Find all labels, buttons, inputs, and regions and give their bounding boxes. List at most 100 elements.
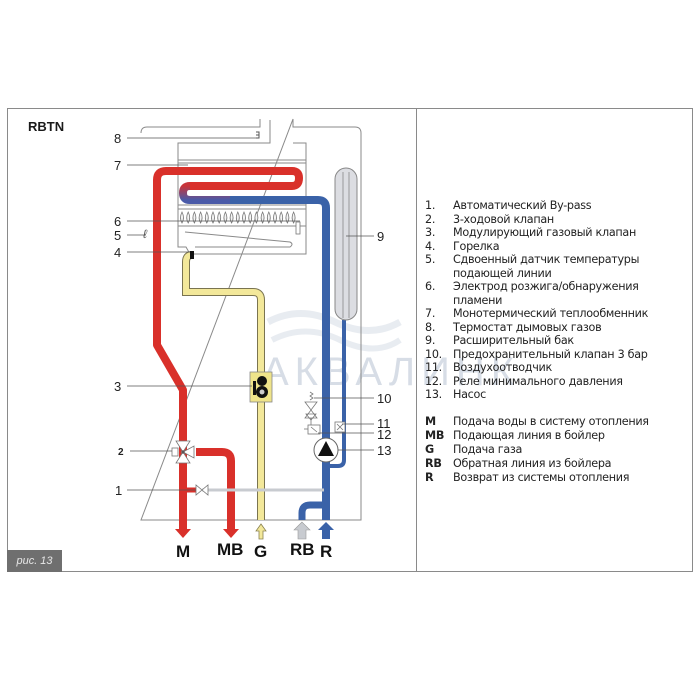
component-legend: 1. Автоматический By-pass 2. 3-ходовой клап…: [425, 199, 675, 402]
flame-icon: [260, 211, 265, 224]
component-legend-item: 7. Монотермический теплообменник: [425, 307, 675, 321]
callout-leader-lines: [127, 137, 374, 491]
callout-11: 11: [377, 416, 391, 431]
callout-1: 1: [115, 483, 122, 498]
port-label-MB: MB: [217, 540, 243, 559]
flame-icon: [254, 211, 259, 224]
component-legend-item: 5. Сдвоенный датчик температуры подающей …: [425, 253, 675, 280]
component-legend-item-text: 3-ходовой клапан: [453, 212, 554, 226]
component-legend-item: 6. Электрод розжига/обнаружения пламени: [425, 280, 675, 307]
component-legend-item-number: 8.: [425, 320, 436, 334]
pump-icon: [313, 437, 339, 463]
bypass-valve-icon: [195, 484, 209, 496]
port-MB-arrow-icon: [223, 520, 239, 538]
callout-2: 2: [118, 447, 124, 458]
expansion-tank: [334, 167, 358, 321]
connection-legend-item-text: Подача газа: [453, 443, 523, 456]
component-legend-item-text: Реле минимального давления: [453, 374, 623, 388]
connection-legend-item: G Подача газа: [425, 443, 675, 457]
component-legend-item-number: 3.: [425, 226, 436, 239]
figure-caption: рис. 13: [7, 550, 62, 572]
diagram-title: RBTN: [28, 119, 65, 134]
connection-legend-item-text: Подающая линия в бойлер: [453, 429, 605, 442]
port-M-arrow-icon: [175, 520, 191, 538]
component-legend-item-text: Воздухоотводчик: [453, 361, 552, 374]
component-legend-item-text: Сдвоенный датчик температуры подающей ли…: [453, 253, 640, 280]
component-legend-item-text: Расширительный бак: [453, 334, 574, 347]
component-legend-item: 1. Автоматический By-pass: [425, 199, 675, 213]
component-legend-item-number: 9.: [425, 334, 436, 347]
component-legend-item-text: Электрод розжига/обнаружения пламени: [453, 280, 639, 307]
component-legend-item-number: 1.: [425, 199, 436, 212]
component-legend-item: 12. Реле минимального давления: [425, 375, 675, 389]
callout-10: 10: [377, 391, 391, 406]
flame-icon: [198, 211, 203, 224]
port-RB-arrow-icon: [293, 521, 311, 540]
component-legend-item-text: Монотермический теплообменник: [453, 307, 649, 320]
flame-icon: [180, 211, 184, 224]
flame-icon: [285, 211, 290, 224]
port-label-G: G: [254, 542, 267, 561]
callout-8: 8: [114, 131, 121, 146]
flame-icon: [229, 211, 234, 224]
flue-thermostat-icon: [256, 131, 260, 139]
flame-icon: [235, 211, 240, 224]
flame-icon: [192, 211, 197, 224]
port-arrows: [175, 520, 334, 540]
flame-icon: [279, 211, 284, 224]
component-legend-item-text: Предохранительный клапан 3 бар: [453, 347, 648, 361]
component-legend-item-text: Насос: [453, 388, 486, 401]
flame-icon: [217, 211, 222, 224]
component-legend-item-number: 4.: [425, 239, 436, 253]
port-label-M: M: [176, 542, 190, 561]
component-legend-item-number: 6.: [425, 280, 436, 293]
component-legend-item-text: Автоматический By-pass: [453, 199, 592, 212]
component-legend-item-number: 2.: [425, 212, 436, 226]
flame-icon: [266, 211, 271, 224]
heat-exchanger: [178, 182, 230, 204]
flame-icon: [273, 211, 277, 224]
pressure-switch-icon: [304, 424, 321, 435]
ignition-electrode-icon: [295, 221, 301, 235]
port-label-R: R: [320, 542, 332, 561]
gas-pipe: [182, 251, 265, 520]
port-label-RB: RB: [290, 540, 315, 559]
component-legend-item: 3.Модулирующий газовый клапан: [425, 226, 675, 240]
callout-13: 13: [377, 443, 391, 458]
safety-valve-icon: [304, 391, 318, 428]
temperature-sensor-icon: ℓ: [143, 227, 148, 241]
component-legend-item-text: Горелка: [453, 239, 500, 253]
watermark-waves-icon: [266, 310, 402, 352]
connection-legend-item-number: G: [425, 443, 434, 456]
flame-icon: [248, 211, 253, 224]
callout-6: 6: [114, 214, 121, 229]
gas-valve-icon: [249, 371, 273, 403]
callout-3: 3: [114, 379, 121, 394]
flame-icon: [242, 211, 246, 224]
cold-return-pipe: [230, 196, 346, 520]
component-legend-item: 4. Горелка: [425, 240, 675, 254]
component-legend-item-number: 7.: [425, 307, 436, 320]
component-legend-item: 8.Термостат дымовых газов: [425, 321, 675, 335]
component-legend-item-number: 5.: [425, 253, 436, 266]
component-legend-item-number: 12.: [425, 374, 442, 388]
flame-icon: [204, 211, 209, 224]
callout-9: 9: [377, 229, 384, 244]
panel-divider: [416, 108, 417, 572]
component-legend-item: 13.Насос: [425, 388, 675, 402]
burner-flames: [180, 211, 296, 224]
figure-frame: [7, 108, 693, 572]
callout-7: 7: [114, 158, 121, 173]
connection-legend-item-number: M: [425, 415, 436, 428]
component-legend-item: 11. Воздухоотводчик: [425, 361, 675, 375]
component-legend-item-number: 11.: [425, 361, 442, 374]
watermark: АКВАЛИНК: [262, 350, 520, 394]
component-legend-item: 9. Расширительный бак: [425, 334, 675, 348]
callout-4: 4: [114, 245, 121, 260]
